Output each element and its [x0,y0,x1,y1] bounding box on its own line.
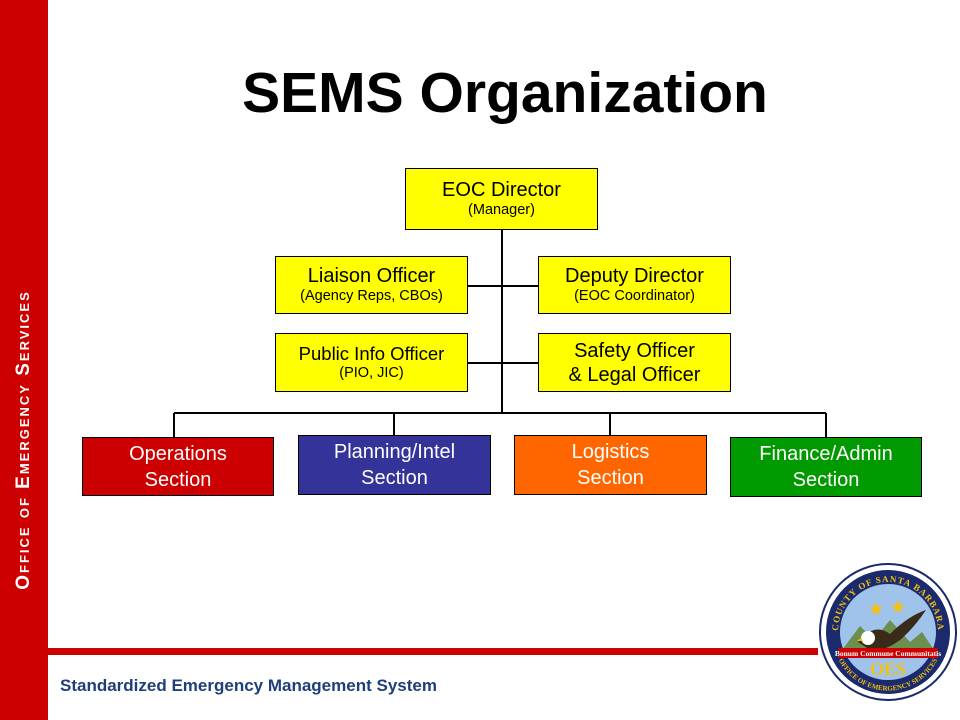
safety-officer-line2: & Legal Officer [568,363,701,386]
bottom-red-rule [48,648,818,655]
seal-acronym: OES [870,659,906,679]
liaison-officer-subtitle: (Agency Reps, CBOs) [300,288,443,305]
eoc-director-box: EOC Director (Manager) [405,168,598,230]
finance-section-box: Finance/Admin Section [730,437,922,497]
public-info-officer-subtitle: (PIO, JIC) [339,364,404,381]
public-info-officer-title: Public Info Officer [298,342,445,364]
logistics-section-box: Logistics Section [514,435,707,495]
finance-section-line1: Finance/Admin [759,443,893,465]
logistics-section-line2: Section [577,467,644,489]
deputy-director-subtitle: (EOC Coordinator) [574,288,695,305]
finance-section-line2: Section [792,469,860,491]
operations-section-line2: Section [144,468,212,491]
safety-officer-line1: Safety Officer [574,339,695,362]
deputy-director-title: Deputy Director [565,265,704,288]
planning-section-box: Planning/Intel Section [298,435,491,495]
public-info-officer-box: Public Info Officer (PIO, JIC) [275,333,468,392]
planning-section-line1: Planning/Intel [333,441,456,463]
deputy-director-box: Deputy Director (EOC Coordinator) [538,256,731,314]
county-oes-seal: Bonum Commune Communitatis OES COUNTY OF… [819,563,957,701]
eoc-director-title: EOC Director [442,179,561,202]
operations-section-box: Operations Section [82,437,274,496]
logistics-section-line1: Logistics [571,441,650,463]
footer-text: Standardized Emergency Management System [60,676,437,695]
left-sidebar-bar: Office of Emergency Services [0,0,48,720]
operations-section-line1: Operations [129,442,227,465]
planning-section-line2: Section [361,467,428,489]
eoc-director-subtitle: (Manager) [468,202,535,219]
seal-motto: Bonum Commune Communitatis [835,649,941,658]
slide-title: SEMS Organization [242,61,768,125]
liaison-officer-title: Liaison Officer [307,265,436,288]
safety-officer-box: Safety Officer & Legal Officer [538,333,731,392]
liaison-officer-box: Liaison Officer (Agency Reps, CBOs) [275,256,468,314]
